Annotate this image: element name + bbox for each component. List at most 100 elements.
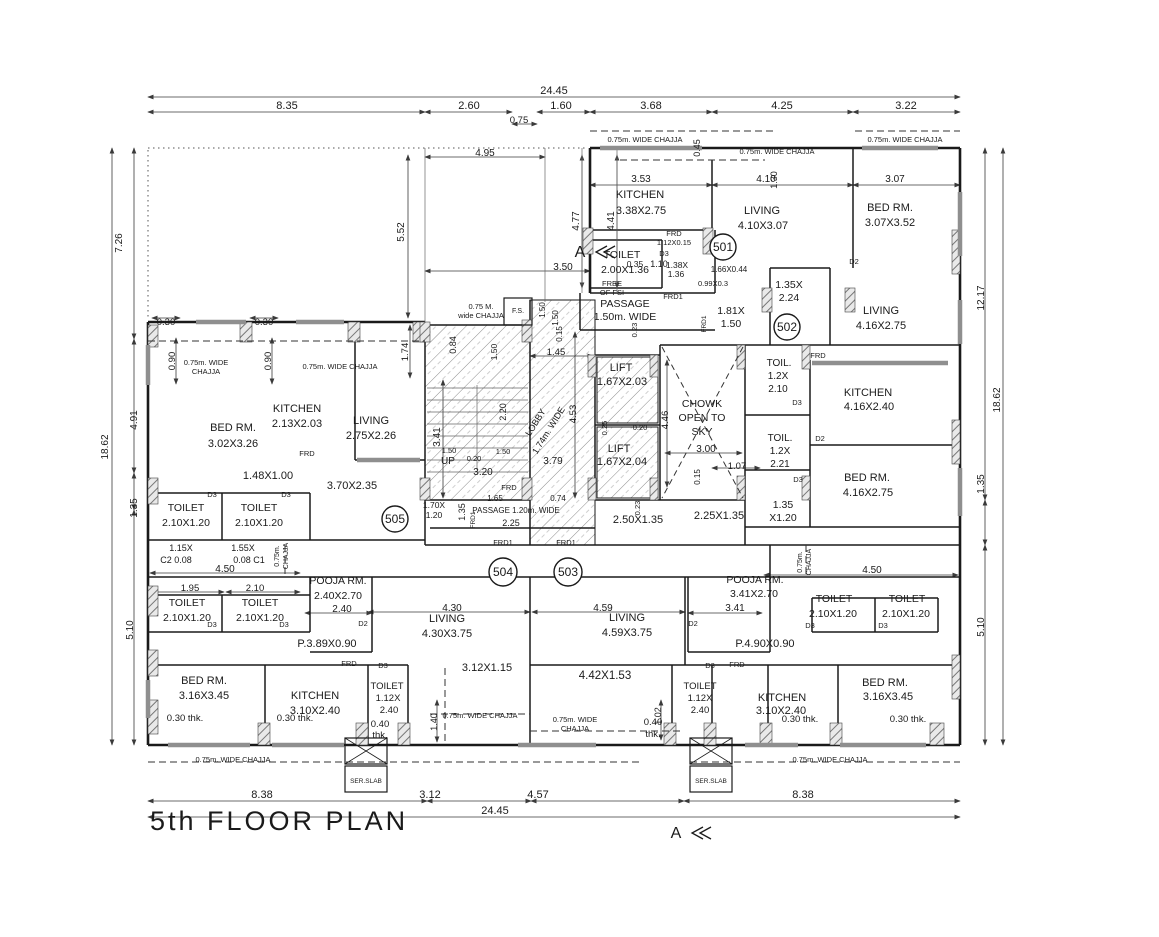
plan-label: FRD1 — [493, 538, 513, 547]
plan-label: 4.59 — [593, 603, 613, 614]
plan-label: 4.10 — [756, 174, 776, 185]
plan-label: 3.16X3.45 — [179, 690, 229, 702]
plan-label: D3 — [207, 490, 217, 499]
masonry-pier — [736, 344, 746, 370]
plan-label: 3.07 — [885, 174, 905, 185]
plan-label: 1.20 — [426, 510, 443, 520]
plan-label: SKY — [691, 426, 712, 438]
misc-layer — [145, 130, 963, 840]
masonry-pier — [147, 324, 159, 348]
plan-label: 0.74 — [550, 494, 566, 503]
plan-label: 1.07 — [728, 461, 747, 472]
plan-label: 4.50 — [862, 565, 882, 576]
masonry-pier — [929, 722, 945, 746]
plan-label: thk. — [645, 729, 660, 740]
plan-label: wide CHAJJA — [457, 311, 504, 320]
plan-label: 0.75m. WIDE CHAJJA — [739, 147, 814, 156]
plan-label: 7.26 — [114, 233, 125, 253]
plan-label: D2 — [358, 619, 368, 628]
plan-label: 2.10X1.20 — [163, 612, 211, 624]
plan-label: 3.10X2.40 — [290, 705, 340, 717]
plan-label: FRD — [299, 449, 315, 458]
plan-label: 1.50 — [538, 302, 547, 318]
masonry-pier — [951, 419, 961, 465]
plan-label: 0.15 — [555, 326, 564, 342]
plan-label: 2.25X1.35 — [694, 510, 744, 522]
plan-label: A — [575, 244, 586, 261]
service-slab-box — [503, 297, 533, 326]
plan-label: LIVING — [863, 305, 899, 317]
plan-label: CHAJJA — [561, 724, 589, 733]
plan-label: 1.38X — [666, 260, 689, 270]
plan-label: FRD1 — [663, 292, 683, 301]
plan-label: 1.45 — [547, 347, 566, 358]
plan-label: 24.45 — [540, 85, 568, 97]
masonry-pier — [736, 475, 746, 501]
plan-label: 0.40 — [644, 717, 663, 728]
plan-label: 1.12X — [376, 693, 401, 704]
plan-label: KITCHEN — [291, 690, 339, 702]
plan-label: 3.22 — [895, 100, 916, 112]
plan-label: D3 — [279, 620, 289, 629]
plan-label: TOILET — [241, 502, 278, 514]
plan-label: FREE — [602, 279, 622, 288]
plan-label: 0.30 — [157, 317, 176, 328]
plan-label: 2.10X1.20 — [162, 517, 210, 529]
flat-number-circle — [773, 313, 801, 341]
flat-number-label: 501 — [713, 240, 733, 254]
plan-label: SER.SLAB — [695, 778, 727, 785]
plan-label: 1.74 — [400, 343, 411, 362]
plan-label: D3 — [207, 620, 217, 629]
plan-label: 2.40 — [691, 705, 710, 716]
plan-label: D3 — [378, 661, 388, 670]
plan-label: 2.10X1.20 — [236, 612, 284, 624]
masonry-pier — [829, 722, 843, 746]
plan-label: FRD — [666, 229, 682, 238]
masonry-pier — [355, 722, 369, 746]
masonry-pier — [844, 287, 856, 313]
masonry-pier — [801, 475, 811, 501]
plan-label: 1.12X — [688, 693, 713, 704]
plan-label: 0.75m. WIDE CHAJJA — [867, 135, 942, 144]
plan-label: 1.65 — [487, 494, 503, 503]
plan-label: 3.68 — [640, 100, 661, 112]
plan-label: 2.25 — [502, 518, 520, 528]
masonry-pier — [419, 477, 431, 501]
plan-label: 3.41 — [725, 603, 745, 614]
plan-label: 1.15X — [169, 543, 193, 553]
masonry-pier — [521, 319, 533, 343]
plan-label: 4.57 — [527, 789, 548, 801]
plan-label: BED RM. — [181, 675, 227, 687]
plan-label: 2.40 — [380, 705, 399, 716]
plan-label: 1.50 — [551, 310, 560, 326]
plan-label: 0.84 — [448, 336, 458, 354]
masonry-pier — [703, 722, 717, 746]
plan-label: 24.45 — [481, 805, 509, 817]
plan-label: D3 — [705, 661, 715, 670]
plan-label: 0.99X0.3 — [698, 279, 728, 288]
plan-label: C2 0.08 — [160, 555, 192, 565]
plan-label: 1.35X — [775, 279, 802, 291]
masonry-pier — [257, 722, 271, 746]
plan-label: 4.42X1.53 — [579, 670, 631, 682]
plan-label: CHAJJA — [192, 367, 220, 376]
plan-label: 4.91 — [129, 410, 140, 430]
plan-label: 3.38X2.75 — [616, 205, 666, 217]
plan-label: FRD1 — [470, 511, 477, 528]
plan-label: 1.50 — [489, 343, 499, 360]
plan-label: FRD1 — [556, 538, 576, 547]
masonry-pier — [419, 321, 431, 343]
plan-label: TOILET — [683, 681, 716, 692]
plan-label: CHOWK — [682, 398, 722, 410]
plan-label: 0.20 — [467, 454, 482, 463]
plan-label: 4.25 — [771, 100, 792, 112]
plan-label: KITCHEN — [844, 387, 892, 399]
masonry-pier — [649, 354, 659, 378]
plan-label: 3.00 — [696, 444, 716, 455]
flat-number-label: 503 — [558, 565, 578, 579]
flat-number-circle — [381, 505, 409, 533]
plan-label: 2.00X1.36 — [601, 264, 649, 276]
plan-label: 5.10 — [976, 617, 987, 637]
plan-label: TOILET — [816, 593, 853, 605]
duct-box — [344, 737, 388, 765]
